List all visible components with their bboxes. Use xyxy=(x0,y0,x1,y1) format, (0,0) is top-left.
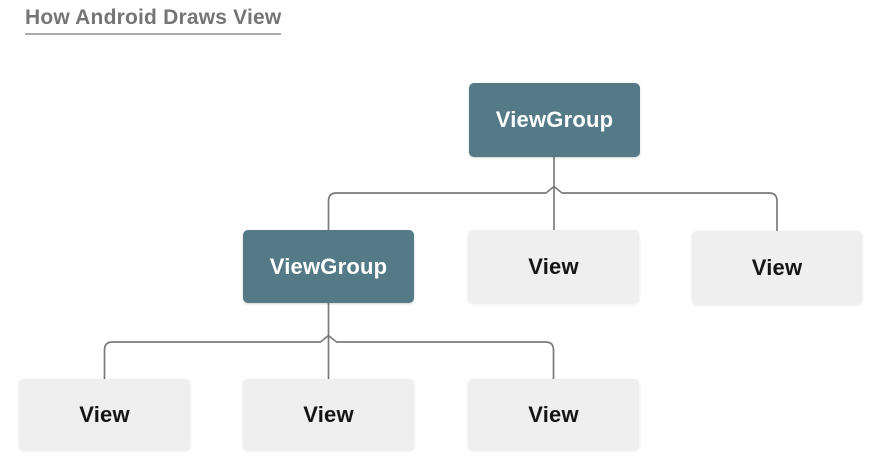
tree-node-level2-view-middle: View xyxy=(468,230,639,303)
page-title: How Android Draws View xyxy=(25,6,282,35)
tree-node-root-viewgroup: ViewGroup xyxy=(469,83,640,157)
connector-level2-rail xyxy=(327,185,778,231)
tree-node-level3-view-right: View xyxy=(468,379,639,450)
connector-level3-rail xyxy=(103,334,555,379)
tree-node-level2-view-right: View xyxy=(692,231,862,304)
tree-node-level3-view-middle: View xyxy=(243,379,414,450)
tree-node-level3-view-left: View xyxy=(19,379,190,450)
tree-node-level2-viewgroup: ViewGroup xyxy=(243,230,414,303)
